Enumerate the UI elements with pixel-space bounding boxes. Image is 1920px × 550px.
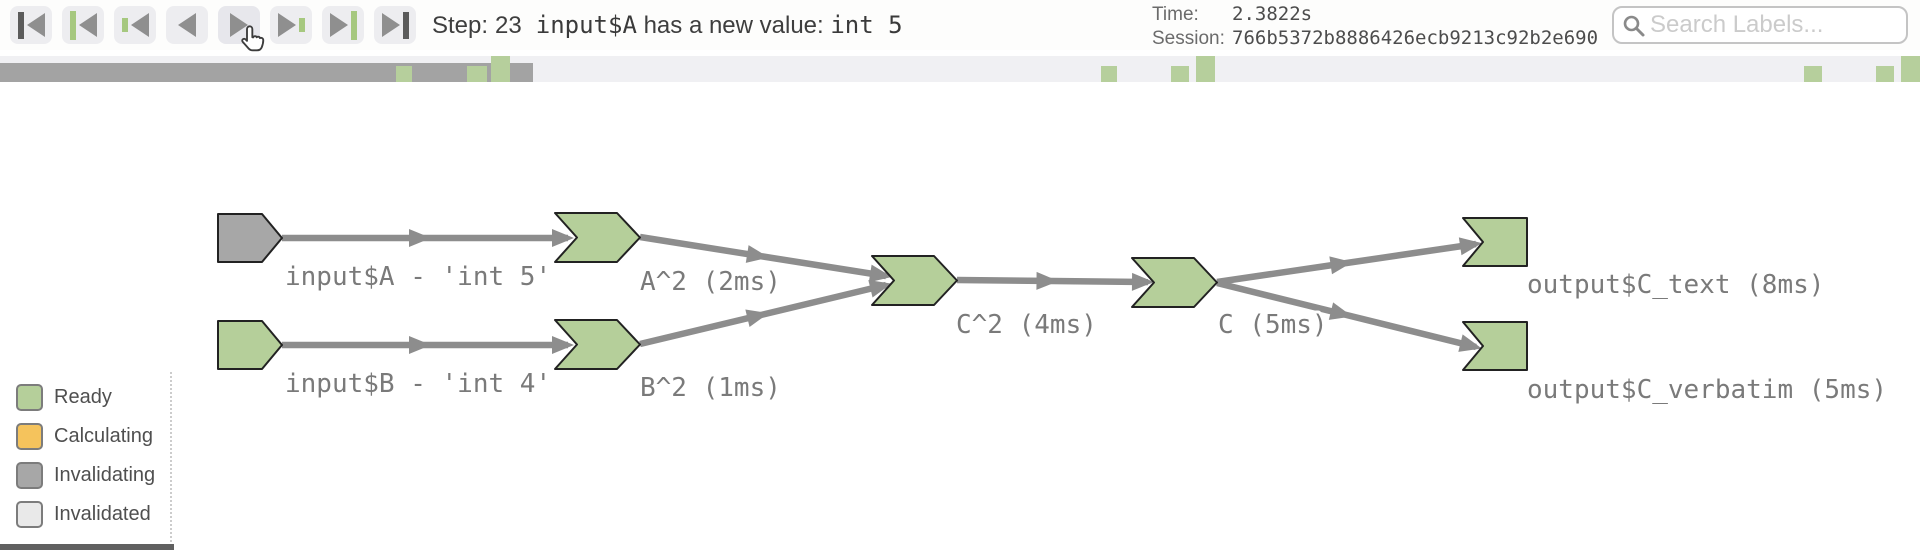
node-A2[interactable]: [554, 212, 641, 263]
session-row: Session: 766b5372b8886426ecb9213c92b2e690: [1152, 27, 1598, 51]
bar-dark-icon: [17, 11, 24, 39]
bar-green-tall-icon: [69, 10, 76, 40]
legend-swatch-calculating: [16, 423, 43, 450]
jump-to-start-button[interactable]: [10, 6, 52, 44]
tri-left-icon: [178, 13, 196, 37]
bar-green-short-icon: [121, 18, 128, 32]
timeline-mark[interactable]: [1196, 56, 1215, 82]
node-output-C-text[interactable]: [1462, 217, 1528, 267]
step-number: 23: [495, 12, 522, 39]
search-box: [1612, 6, 1908, 44]
edge-C2-to-C: [956, 271, 1154, 291]
timeline-mark[interactable]: [396, 66, 412, 82]
previous-idle-button[interactable]: [114, 6, 156, 44]
step-label: Step:: [432, 12, 489, 39]
step-message: input$A has a new value: int 5: [536, 11, 903, 40]
step-message-segment: input$A: [535, 11, 637, 39]
timeline-mark[interactable]: [1804, 66, 1822, 82]
session-label: Session:: [1152, 28, 1225, 49]
tri-right-icon: [329, 13, 348, 37]
node-B2[interactable]: [554, 319, 641, 370]
tri-right-icon: [277, 13, 296, 37]
node-label-B2: B^2 (1ms): [640, 373, 781, 403]
next-idle-button[interactable]: [270, 6, 312, 44]
timeline-mark[interactable]: [1901, 56, 1920, 82]
legend-item-calculating: Calculating: [16, 423, 170, 450]
legend-swatch-invalidated: [16, 501, 43, 528]
previous-mark-button[interactable]: [62, 6, 104, 44]
tri-left-icon: [130, 13, 149, 37]
legend-label: Calculating: [54, 425, 153, 447]
node-label-A2: A^2 (2ms): [640, 267, 781, 297]
edge-B2-to-C2: [639, 279, 892, 348]
legend-bottom-bar: [0, 544, 174, 550]
node-C2[interactable]: [871, 255, 958, 306]
timeline-mark[interactable]: [1101, 66, 1117, 82]
tri-right-icon: [381, 13, 400, 37]
timeline-mark[interactable]: [491, 56, 510, 82]
legend-swatch-invalidating: [16, 462, 43, 489]
node-input-A[interactable]: [217, 213, 283, 263]
legend-label: Ready: [54, 386, 112, 408]
legend-item-invalidated: Invalidated: [16, 501, 170, 528]
step-message-segment: int 5: [830, 11, 903, 39]
node-label-C2: C^2 (4ms): [956, 310, 1097, 340]
legend-swatch-ready: [16, 384, 43, 411]
timeline-track[interactable]: [0, 56, 1920, 82]
app-header: Step: 23 input$A has a new value: int 5 …: [0, 0, 1920, 50]
next-mark-button[interactable]: [322, 6, 364, 44]
jump-to-end-button[interactable]: [374, 6, 416, 44]
edge-C-to-output-text: [1216, 237, 1482, 286]
node-label-input-B: input$B - 'int 4': [285, 369, 551, 399]
node-label-input-A: input$A - 'int 5': [285, 262, 551, 292]
time-label: Time:: [1152, 4, 1199, 25]
edge-A2-to-C2: [639, 233, 892, 283]
bar-green-short-icon: [298, 18, 305, 32]
legend-item-invalidating: Invalidating: [16, 462, 170, 489]
node-C[interactable]: [1131, 257, 1218, 308]
node-label-C: C (5ms): [1218, 310, 1328, 340]
legend-label: Invalidated: [54, 503, 151, 525]
legend-label: Invalidating: [54, 464, 156, 486]
edge-C-to-output-verbatim: [1216, 279, 1482, 352]
timeline-mark[interactable]: [1876, 66, 1894, 82]
timeline-mark[interactable]: [467, 66, 487, 82]
node-output-C-verbatim[interactable]: [1462, 321, 1528, 371]
step-status: Step: 23 input$A has a new value: int 5: [432, 11, 903, 40]
step-message-segment: has a new value:: [636, 12, 831, 39]
node-label-output-C-verbatim: output$C_verbatim (5ms): [1527, 375, 1887, 405]
time-value: 2.3822s: [1232, 3, 1313, 25]
node-label-output-C-text: output$C_text (8ms): [1527, 270, 1824, 300]
search-icon: [1623, 15, 1645, 37]
timeline-mark[interactable]: [1171, 66, 1189, 82]
bar-green-tall-icon: [350, 10, 357, 40]
step-forward-button[interactable]: [218, 6, 260, 44]
bar-dark-icon: [402, 11, 409, 39]
status-info: Time: 2.3822s Session: 766b5372b8886426ecb…: [1152, 3, 1598, 51]
step-back-button[interactable]: [166, 6, 208, 44]
legend-item-ready: Ready: [16, 384, 170, 411]
search-input[interactable]: [1650, 9, 1902, 41]
session-value: 766b5372b8886426ecb9213c92b2e690: [1232, 27, 1599, 49]
playback-controls: [10, 6, 416, 44]
tri-left-icon: [26, 13, 45, 37]
node-input-B[interactable]: [217, 320, 283, 370]
time-row: Time: 2.3822s: [1152, 3, 1598, 27]
tri-left-icon: [78, 13, 97, 37]
